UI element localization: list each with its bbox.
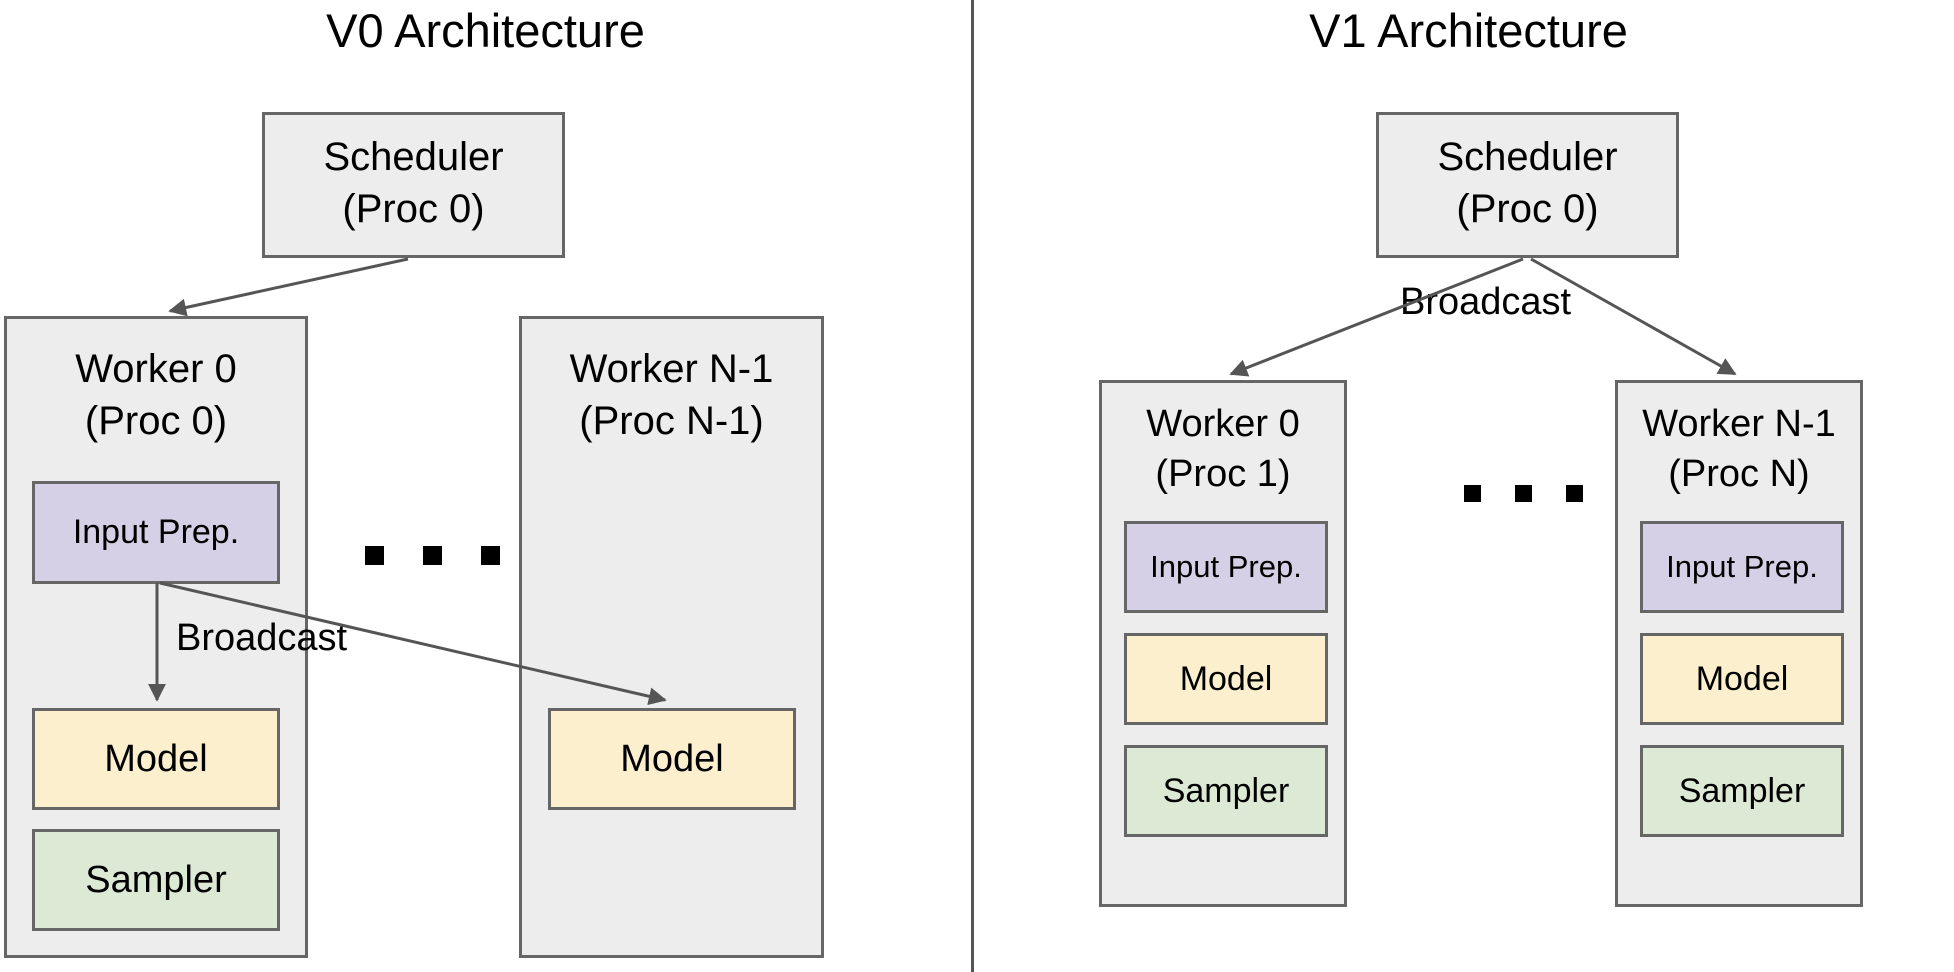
- v0-scheduler-box: Scheduler (Proc 0): [262, 112, 565, 258]
- v0-worker0-model: Model: [32, 708, 280, 810]
- v0-scheduler-line1: Scheduler: [323, 135, 504, 179]
- v1-worker0-input-prep: Input Prep.: [1124, 521, 1328, 613]
- v1-broadcast-label: Broadcast: [1400, 281, 1572, 323]
- v0-worker0-line2: (Proc 0): [84, 399, 228, 443]
- v0-workerN-model: Model: [548, 708, 796, 810]
- v1-workerN-model: Model: [1640, 633, 1844, 725]
- v1-worker0-model: Model: [1124, 633, 1328, 725]
- v0-workerN-box: Worker N-1 (Proc N-1) Model: [519, 316, 824, 958]
- v0-worker0-input-prep: Input Prep.: [32, 481, 280, 584]
- v1-worker0-line1: Worker 0: [1146, 403, 1300, 445]
- panel-divider: [971, 0, 974, 972]
- v1-workerN-input-prep: Input Prep.: [1640, 521, 1844, 613]
- panel-v0-architecture: V0 Architecture Scheduler (Proc 0) Worke…: [0, 0, 971, 972]
- v0-ellipsis: [365, 546, 500, 565]
- v1-scheduler-line1: Scheduler: [1437, 135, 1618, 179]
- v1-worker0-sampler: Sampler: [1124, 745, 1328, 837]
- v0-worker0-sampler: Sampler: [32, 829, 280, 931]
- v1-workerN-line2: (Proc N): [1668, 453, 1810, 495]
- v0-workerN-line1: Worker N-1: [569, 347, 774, 391]
- v1-worker0-box: Worker 0 (Proc 1) Input Prep. Model Samp…: [1099, 380, 1347, 907]
- v1-scheduler-line2: (Proc 0): [1456, 187, 1599, 231]
- v1-workerN-line1: Worker N-1: [1642, 403, 1836, 445]
- v1-scheduler-box: Scheduler (Proc 0): [1376, 112, 1679, 258]
- v0-worker0-line1: Worker 0: [75, 347, 237, 391]
- panel-v1-architecture: V1 Architecture Scheduler (Proc 0) Worke…: [983, 0, 1954, 972]
- v1-ellipsis: [1464, 485, 1583, 502]
- v0-workerN-line2: (Proc N-1): [579, 399, 764, 443]
- v0-broadcast-label: Broadcast: [176, 617, 348, 659]
- v0-scheduler-line2: (Proc 0): [342, 187, 485, 231]
- v1-title: V1 Architecture: [1309, 4, 1628, 57]
- v1-workerN-sampler: Sampler: [1640, 745, 1844, 837]
- v0-edge-scheduler-to-worker0: [168, 257, 409, 317]
- v1-workerN-box: Worker N-1 (Proc N) Input Prep. Model Sa…: [1615, 380, 1863, 907]
- v0-title: V0 Architecture: [326, 4, 645, 57]
- v1-worker0-line2: (Proc 1): [1155, 453, 1291, 495]
